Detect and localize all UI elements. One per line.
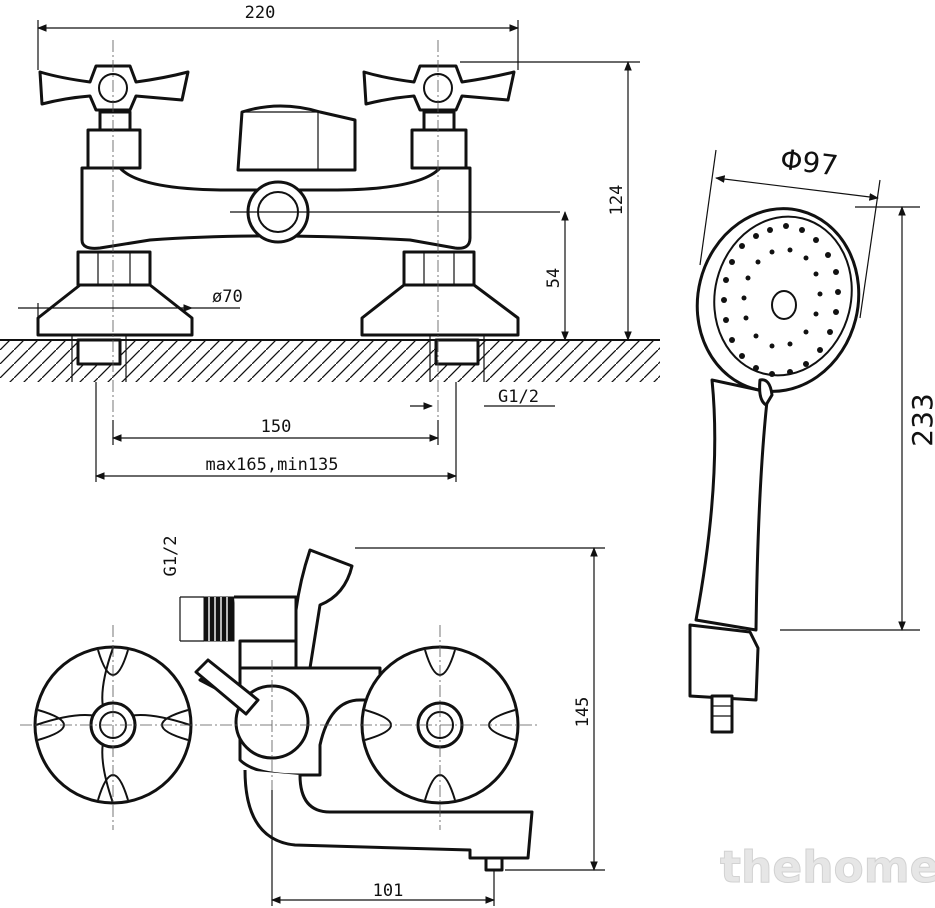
shower-connector [294,548,354,670]
left-valve-stem [86,128,142,170]
right-inlet-pipe [434,338,480,366]
left-cross-handle [38,64,190,112]
shower-bracket [688,623,760,702]
shower-handle [694,378,770,632]
side-view: G1/2 145 101 [20,536,605,906]
dim-inlet-range: max165,min135 [205,455,338,475]
spout [243,769,534,860]
right-valve-stem [410,128,468,170]
dim-shower-length: 233 [906,393,935,446]
dim-inlet-spacing: 150 [261,417,292,437]
diverter-knob [236,104,357,172]
dim-inlet-thread: G1/2 [498,387,539,407]
dim-front-width: 220 [245,3,276,23]
right-hex-nut [402,250,476,287]
watermark: thehome [720,842,935,893]
front-view: 220 124 54 ø70 150 max165,min135 G1/2 [0,3,660,482]
left-flange [36,283,194,337]
dim-shower-diameter: Φ97 [779,143,840,183]
dim-side-height: 145 [573,697,593,728]
dim-flange-diameter: ø70 [212,287,243,307]
dim-shower-thread: G1/2 [161,536,181,577]
spray-nozzles [721,223,841,377]
dim-outlet-height: 54 [544,268,564,288]
right-flange [360,283,520,337]
dim-front-height: 124 [607,185,627,216]
left-inlet-pipe [76,338,122,366]
dim-spout-reach: 101 [373,881,404,901]
hand-shower-view: Φ97 233 [688,143,935,734]
left-hex-nut [76,250,152,287]
right-cross-handle [362,64,516,112]
shower-head [695,207,861,393]
